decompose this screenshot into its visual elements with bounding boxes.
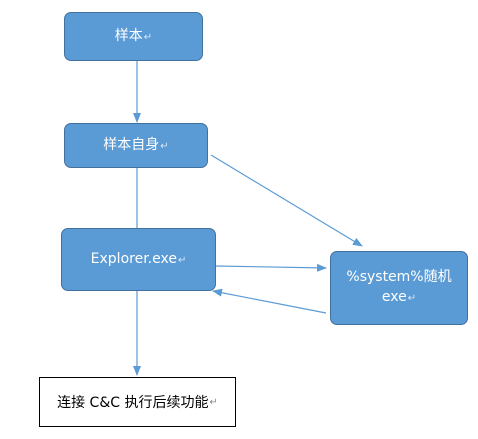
paragraph-mark-icon: ↵: [177, 254, 187, 266]
arrow-random-to-explorer: [212, 288, 327, 314]
node-connect-cc-label: 连接 C&C 执行后续功能: [57, 395, 209, 411]
node-random-exe-line2-wrap: exe↵: [382, 287, 416, 309]
node-explorer-text: Explorer.exe↵: [91, 249, 187, 271]
node-sample-self: 样本自身↵: [64, 123, 208, 168]
arrow-explorer-to-random: [215, 263, 327, 272]
paragraph-mark-icon: ↵: [407, 293, 417, 304]
node-connect-cc: 连接 C&C 执行后续功能↵: [39, 377, 236, 427]
node-explorer-label: Explorer.exe: [90, 250, 177, 267]
node-random-exe: %system%随机 exe↵: [330, 251, 468, 325]
node-random-exe-line2: exe: [381, 289, 407, 305]
node-sample: 样本↵: [64, 12, 203, 61]
node-sample-text: 样本↵: [115, 26, 152, 48]
paragraph-mark-icon: ↵: [209, 396, 218, 408]
node-sample-self-text: 样本自身↵: [103, 135, 168, 157]
node-explorer: Explorer.exe↵: [61, 228, 216, 291]
paragraph-mark-icon: ↵: [143, 31, 153, 43]
node-sample-self-label: 样本自身: [103, 136, 160, 153]
node-random-exe-line1: %system%随机: [346, 269, 452, 285]
node-sample-label: 样本: [114, 27, 143, 44]
paragraph-mark-icon: ↵: [160, 140, 169, 152]
arrow-self-to-random: [210, 154, 363, 247]
